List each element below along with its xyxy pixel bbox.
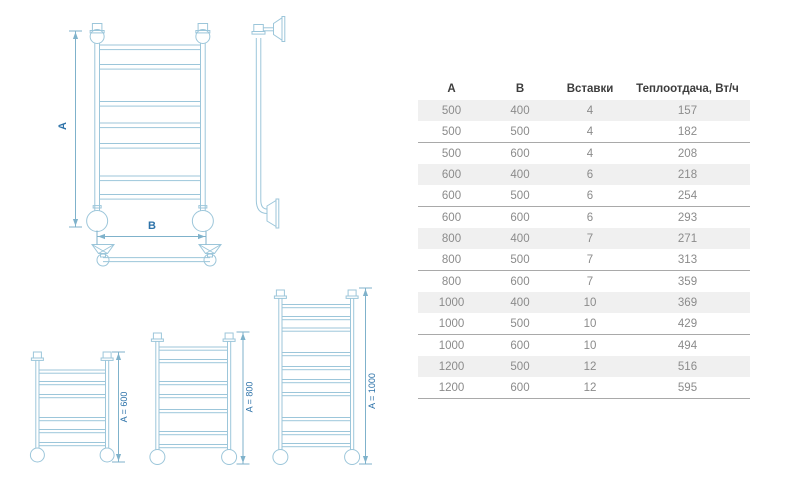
table-cell: 600 — [510, 211, 530, 224]
table-cell: 500 — [485, 121, 555, 143]
table-cell: 7 — [555, 249, 625, 271]
wall-bracket-icon — [91, 244, 115, 258]
table-cell: 516 — [625, 356, 750, 377]
table-cell: 400 — [485, 100, 555, 121]
table-cell: 10 — [583, 339, 597, 352]
table-cell: 500 — [441, 147, 462, 160]
table-cell: 400 — [485, 292, 555, 313]
column-header: Вставки — [566, 83, 614, 95]
table-cell: 400 — [485, 228, 555, 249]
table-cell: 7 — [586, 275, 594, 288]
radiator-diagrams: A B A = 600 A = 800 A = 1000 — [29, 16, 377, 465]
ladder-600-drawing — [29, 351, 115, 463]
table-cell: 500 — [485, 356, 555, 377]
table-cell: 500 — [485, 313, 555, 335]
table-cell: 1200 — [418, 356, 485, 377]
column-header: А — [447, 83, 456, 95]
ladder-800-drawing — [149, 332, 238, 465]
ladder-1000-label: A = 1000 — [367, 373, 377, 409]
table-cell: 293 — [677, 211, 698, 224]
wall-bracket-icon — [198, 244, 222, 258]
table-header: А В Вставки Теплоотдача, Вт/ч — [418, 78, 750, 100]
table-cell: 500 — [485, 185, 555, 207]
table-cell: 208 — [677, 147, 698, 160]
table-cell: 600 — [510, 339, 530, 352]
ladder-600-label: A = 600 — [119, 392, 129, 423]
table-cell: 600 — [441, 211, 462, 224]
plan-view-drawing — [91, 244, 222, 267]
table-row: 800 600 7 359 — [418, 271, 750, 293]
table-row: 1000 600 10 494 — [418, 335, 750, 357]
table-cell: 500 — [418, 100, 485, 121]
table-cell: 182 — [625, 121, 750, 143]
table-cell: 600 — [418, 164, 485, 185]
table-cell: 1000 — [418, 292, 485, 313]
table-cell: 369 — [625, 292, 750, 313]
side-view-drawing — [251, 16, 286, 229]
table-cell: 600 — [510, 147, 530, 160]
ladder-1000-drawing — [272, 289, 361, 465]
table-cell: 4 — [586, 147, 594, 160]
table-cell: 400 — [485, 164, 555, 185]
dimension-lines — [69, 30, 372, 465]
table-cell: 10 — [555, 292, 625, 313]
table-row: 600 600 6 293 — [418, 207, 750, 229]
table-cell: 313 — [625, 249, 750, 271]
column-header: Теплоотдача, Вт/ч — [636, 83, 739, 95]
table-cell: 271 — [625, 228, 750, 249]
table-cell: 10 — [555, 313, 625, 335]
dim-b-label: B — [148, 220, 156, 232]
table-cell: 600 — [485, 377, 555, 399]
table-cell: 254 — [625, 185, 750, 207]
table-cell: 595 — [625, 377, 750, 399]
table-cell: 6 — [555, 164, 625, 185]
table-cell: 1000 — [418, 313, 485, 335]
dim-a-label: A — [57, 122, 69, 130]
table-cell: 1000 — [438, 339, 465, 352]
table-cell: 800 — [418, 228, 485, 249]
table-cell: 157 — [625, 100, 750, 121]
ladder-800-label: A = 800 — [244, 382, 254, 413]
table-cell: 359 — [677, 275, 698, 288]
table-cell: 12 — [555, 356, 625, 377]
table-cell: 500 — [418, 121, 485, 143]
table-cell: 4 — [555, 100, 625, 121]
table-cell: 1200 — [418, 377, 485, 399]
table-cell: 500 — [485, 249, 555, 271]
table-cell: 4 — [555, 121, 625, 143]
table-cell: 6 — [555, 185, 625, 207]
table-row: 500 600 4 208 — [418, 143, 750, 165]
table-cell: 6 — [586, 211, 594, 224]
front-view-drawing — [86, 23, 214, 232]
table-cell: 12 — [555, 377, 625, 399]
table-cell: 800 — [418, 249, 485, 271]
table-cell: 600 — [510, 275, 530, 288]
table-cell: 494 — [677, 339, 698, 352]
table-cell: 7 — [555, 228, 625, 249]
table-cell: 218 — [625, 164, 750, 185]
table-cell: 800 — [441, 275, 462, 288]
table-cell: 429 — [625, 313, 750, 335]
column-header: В — [515, 83, 525, 95]
table-cell: 600 — [418, 185, 485, 207]
